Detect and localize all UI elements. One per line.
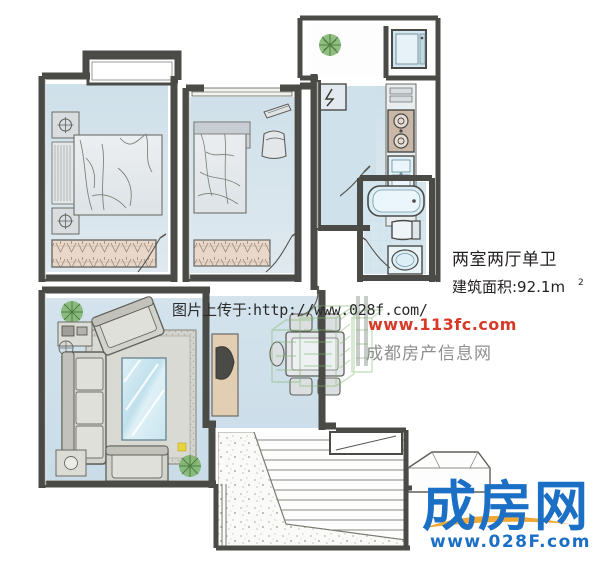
- room-dining: [269, 313, 345, 396]
- bed-second-pillow: [193, 121, 251, 135]
- desk-chair-second: [261, 130, 287, 160]
- door-swing-bedroom-master: [137, 237, 161, 273]
- dining-chair-bottom-left: [289, 377, 313, 396]
- bed-master-duvet-folds: [79, 133, 153, 211]
- gravel-boundary: [253, 432, 406, 541]
- dining-table-top: [291, 337, 339, 371]
- bed-second-duvet-folds: [197, 129, 241, 205]
- room-bedroom-master: [51, 56, 178, 273]
- logo-text-url: www.028F.com: [430, 532, 591, 552]
- headboard-lines: [54, 145, 71, 201]
- armchair-bottom: [105, 445, 169, 487]
- upload-prefix-text: 图片上传于:: [172, 301, 252, 319]
- wardrobe-master: [51, 239, 157, 268]
- watermark-red-site: www.113fc.com: [368, 315, 517, 334]
- gravel-area: [218, 432, 406, 546]
- wall-lamp-second: [263, 103, 292, 119]
- stove-burner-top-inner: [397, 117, 405, 125]
- plant-living-top: [61, 301, 83, 323]
- washbasin-inner: [395, 253, 415, 267]
- bed-master: [73, 134, 163, 216]
- bed-headboard-master: [51, 141, 75, 205]
- door-leaf-kitchen: [363, 165, 371, 173]
- toilet: [391, 219, 421, 241]
- plant-living-bottom: [179, 455, 201, 477]
- washbasin: [391, 249, 419, 271]
- wall-bay-window-master: [82, 50, 182, 80]
- accent-object: [177, 442, 187, 452]
- watermark-bars: [356, 296, 368, 366]
- sofa-three-seat: [61, 351, 107, 465]
- area-label: 建筑面积:92.1m: [452, 278, 565, 296]
- dining-chair-top-left: [289, 313, 313, 332]
- watermark-gray-site: 成都房产信息网: [366, 344, 492, 364]
- coffee-table-glass: [121, 357, 167, 441]
- stove-burner-bottom: [393, 133, 409, 149]
- stove-control: [399, 129, 403, 133]
- window-terrace-left: [221, 484, 227, 546]
- armchair-top: [91, 296, 165, 356]
- dining-chair-left: [269, 341, 285, 367]
- side-table-object-a: [61, 325, 75, 337]
- window-markers: [221, 484, 227, 546]
- logo-chengfangwang: 成房网 www.028F.com: [422, 475, 591, 552]
- washing-machine-door: [395, 33, 419, 65]
- logo-text-cn: 成房网: [422, 475, 590, 538]
- entry-door: [297, 286, 320, 317]
- layout-title: 两室两厅单卫: [452, 250, 557, 270]
- zone-service-right: [317, 29, 427, 275]
- room-bedroom-second: [191, 87, 299, 273]
- bathtub-inner: [372, 189, 421, 213]
- washing-machine-knob: [420, 36, 424, 40]
- side-table-bottom-object: [64, 456, 78, 470]
- kitchen-sink-basin-a: [391, 159, 411, 173]
- stove-burner-top: [393, 113, 409, 129]
- watermark-upload-line: 图片上传于: http://www.028f.com/: [172, 301, 428, 319]
- washing-machine-panel: [419, 33, 426, 65]
- bay-window-master-inner: [91, 61, 173, 81]
- nightstand-top-lamp-cross: [57, 117, 74, 133]
- coffee-table-glass-highlights: [123, 359, 165, 437]
- side-table-bottom: [55, 449, 87, 477]
- stove-burner-bottom-inner: [397, 137, 405, 145]
- annotation-block: 两室两厅单卫 建筑面积:92.1m 2: [452, 250, 584, 296]
- door-swing-bathroom: [365, 239, 391, 269]
- room-living: [55, 296, 239, 487]
- plant-balcony: [319, 34, 341, 56]
- wardrobe-second: [193, 239, 271, 267]
- door-swing-kitchen: [339, 171, 365, 197]
- bed-second: [193, 124, 247, 214]
- tv-screen: [215, 346, 235, 380]
- kitchen-upper-cabinet: [389, 87, 413, 103]
- side-table-object-b: [76, 326, 88, 336]
- kitchen-faucet: [399, 172, 403, 176]
- area-unit-superscript: 2: [578, 278, 584, 288]
- bathtub-drain: [412, 199, 416, 203]
- logo-swoosh: [424, 515, 570, 528]
- wardrobe-master-outline: [51, 239, 157, 268]
- nightstand-bottom-lamp-cross: [57, 213, 74, 229]
- door-swing-bedroom-second: [265, 235, 293, 273]
- toilet-cistern: [411, 220, 421, 240]
- door-leaf-bedroom-master: [159, 233, 167, 239]
- door-swing-entry: [297, 291, 319, 317]
- terrace-step: [329, 431, 403, 455]
- upload-url-text: http://www.028f.com/: [253, 301, 428, 319]
- wall-inner-lines: [44, 79, 319, 485]
- electrical-panel: [317, 83, 347, 111]
- lightning-bolt-icon: [324, 88, 335, 107]
